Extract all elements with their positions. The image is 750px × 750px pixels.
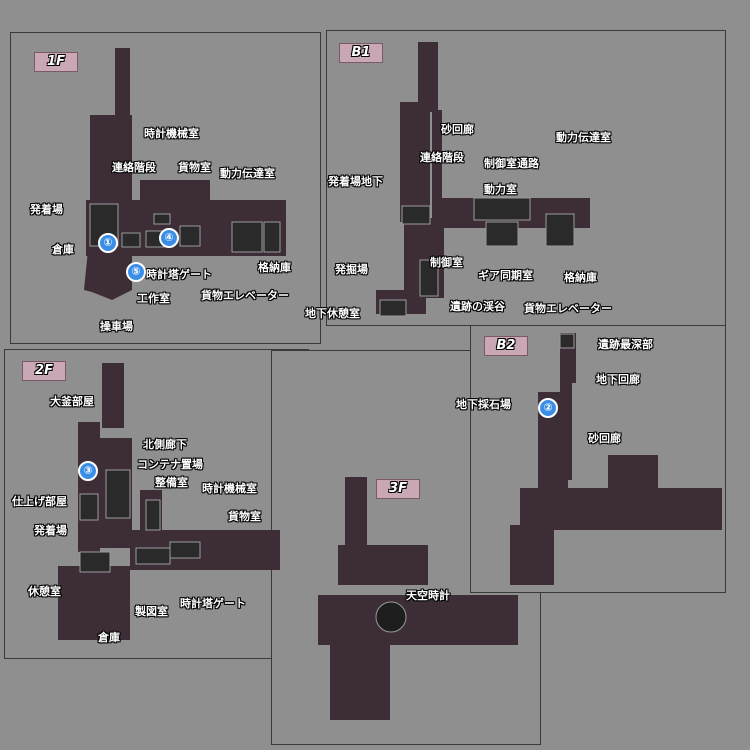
floor-b1-panel [326, 30, 726, 326]
location-marker-3[interactable]: ③ [78, 461, 98, 481]
room-label: 倉庫 [98, 631, 120, 644]
room-label: 動力伝達室 [556, 131, 611, 144]
room-label: 発掘場 [335, 263, 368, 276]
room-label: 地下回廊 [596, 373, 640, 386]
room-label: 時計機械室 [202, 482, 257, 495]
room-label: 制御室通路 [484, 157, 539, 170]
room-label: 貨物エレベーター [524, 302, 612, 315]
location-marker-5[interactable]: ⑤ [126, 262, 146, 282]
room-label: 貨物室 [228, 510, 261, 523]
floor-tag-1f: 1F [34, 52, 78, 72]
location-marker-1[interactable]: ① [98, 233, 118, 253]
location-marker-2[interactable]: ② [538, 398, 558, 418]
room-label: 地下休憩室 [305, 307, 360, 320]
room-label: 砂回廊 [588, 432, 621, 445]
floor-tag-3f: 3F [376, 479, 420, 499]
room-label: 遺跡の渓谷 [450, 300, 505, 313]
room-label: 制御室 [430, 256, 463, 269]
room-label: 発着場 [34, 524, 67, 537]
floor-tag-2f: 2F [22, 361, 66, 381]
room-label: 休憩室 [28, 585, 61, 598]
room-label: 貨物エレベーター [201, 289, 289, 302]
room-label: 地下採石場 [456, 398, 511, 411]
room-label: 動力室 [484, 183, 517, 196]
room-label: 発着場 [30, 203, 63, 216]
room-label: 動力伝達室 [220, 167, 275, 180]
room-label: 時計塔ゲート [146, 268, 212, 281]
floor-tag-b1: B1 [339, 43, 383, 63]
location-marker-4[interactable]: ④ [159, 228, 179, 248]
room-label: 連絡階段 [112, 161, 156, 174]
room-label: 時計塔ゲート [180, 597, 246, 610]
room-label: 天空時計 [406, 589, 450, 602]
room-label: 連絡階段 [420, 151, 464, 164]
floor-tag-b2: B2 [484, 336, 528, 356]
room-label: 仕上げ部屋 [12, 495, 67, 508]
room-label: 発着場地下 [328, 175, 383, 188]
room-label: 格納庫 [258, 261, 291, 274]
room-label: 時計機械室 [144, 127, 199, 140]
room-label: 北側廊下 [143, 438, 187, 451]
room-label: ギア同期室 [478, 269, 533, 282]
room-label: 大釜部屋 [50, 395, 94, 408]
room-label: 倉庫 [52, 243, 74, 256]
room-label: 貨物室 [178, 161, 211, 174]
room-label: 製図室 [135, 605, 168, 618]
room-label: 整備室 [155, 476, 188, 489]
room-label: コンテナ置場 [137, 458, 203, 471]
room-label: 格納庫 [564, 271, 597, 284]
room-label: 砂回廊 [441, 123, 474, 136]
room-label: 遺跡最深部 [598, 338, 653, 351]
room-label: 工作室 [137, 292, 170, 305]
room-label: 操車場 [100, 320, 133, 333]
